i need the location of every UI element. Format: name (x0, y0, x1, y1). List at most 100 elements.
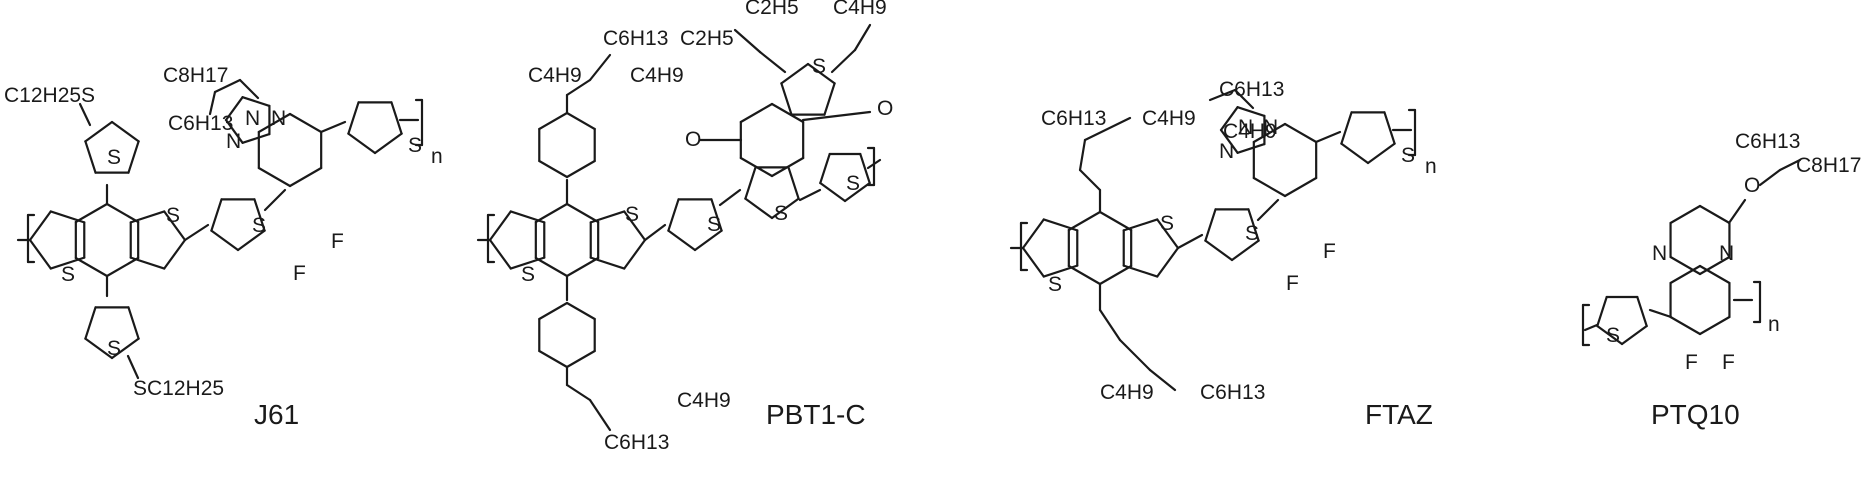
j61-btz-benzene-ring (288, 112, 323, 134)
pbt1c-bdt-thiophene-left (488, 210, 512, 242)
pbt1c-end-thiophene (843, 181, 871, 203)
j61-end-thiophene (373, 132, 403, 155)
j61-bond (183, 223, 210, 242)
pbt1c-acceptor-thiophene-bottom (770, 197, 800, 220)
j61-fluorine-1: F (331, 230, 344, 253)
ftaz-fluorine-1: F (1323, 240, 1336, 263)
ptq10-pyrazine-ring (1698, 255, 1731, 276)
ptq10-thiophene (1636, 295, 1648, 328)
pbt1c-bdt-thiophene-left (488, 238, 512, 270)
pbt1c-acceptor-thiophene-bottom (787, 166, 800, 200)
j61-bdt-thiophene-right (163, 210, 187, 242)
ptq10-thiophene (1620, 324, 1648, 346)
pbt1c-bottom-phenyl-ring (565, 301, 596, 321)
ftaz-repeat-n: n (1425, 155, 1437, 178)
pbt1c-acceptor-quinone-ring (739, 102, 774, 124)
j61-bdt-benzene-ring (74, 202, 109, 224)
ptq10-quinoxaline-nitrogen-right: N (1719, 242, 1734, 265)
pbt1c-top-phenyl-ring (565, 159, 596, 179)
ptq10-alkoxy-chain (1758, 168, 1782, 187)
ptq10-benzene-ring (1669, 315, 1702, 336)
j61-thiophene-top (84, 120, 114, 143)
j61-btz-triazole (224, 118, 244, 144)
ptq10-pyrazine-ring (1669, 255, 1702, 276)
j61-thiophene-top-sulfur: S (107, 146, 121, 169)
pbt1c-carbonyl-right (801, 110, 872, 122)
pbt1c-end-thiophene (859, 152, 871, 185)
j61-repeat-n: n (431, 145, 443, 168)
pbt1c-acceptor-right-upper: C2H5 (745, 0, 799, 19)
j61-btz-benzene-ring (288, 166, 323, 188)
j61-bond (319, 120, 347, 134)
ftaz-bdt-bottom-alkyl (1148, 368, 1177, 392)
pbt1c-acceptor-thiophene-top (806, 62, 836, 85)
ftaz-btz-alkyl-lower: C4H9 (1223, 120, 1277, 143)
j61-name-label: J61 (254, 399, 299, 430)
j61-btz-nitrogen-2: N (271, 107, 286, 130)
j61-end-thiophene (390, 101, 403, 135)
ftaz-bdt-top-chain-lower: C4H9 (1142, 107, 1196, 130)
ftaz-bdt-thiophene-left (1021, 218, 1045, 250)
ftaz-bdt-top-alkyl (1078, 138, 1087, 172)
pbt1c-bond (798, 188, 822, 202)
pbt1c-carbonyl-oxygen-right: O (877, 97, 893, 120)
ptq10-name-label: PTQ10 (1651, 399, 1740, 430)
j61-thiophene-bottom (84, 337, 114, 360)
j61-btz-alkyl-upper: C8H17 (163, 64, 228, 87)
ftaz-spacer-thiophene (1247, 208, 1260, 242)
ftaz-end-thiophene (1383, 111, 1396, 145)
ftaz-bdt-bottom-chain-lower: C6H13 (1200, 381, 1265, 404)
pbt1c-bdt-benzene-ring (534, 256, 569, 278)
ftaz-bdt-thiophene-right (1156, 246, 1180, 278)
j61-thiophene-top (127, 140, 140, 174)
j61-btz-triazole (241, 133, 271, 144)
ptq10-thiophene (1596, 324, 1624, 346)
j61-btz-benzene-ring (257, 166, 292, 188)
ftaz-spacer-thiophene (1204, 239, 1234, 262)
j61-end-thiophene-sulfur: S (408, 134, 422, 157)
j61-thiophene-top (110, 120, 140, 143)
j61-btz-benzene-ring (257, 112, 292, 134)
pbt1c-bdt-thiophene-right (589, 210, 626, 224)
pbt1c-top-phenyl-ring (565, 111, 596, 131)
pbt1c-bottom-chain-upper: C4H9 (677, 389, 731, 412)
j61-end-thiophene (347, 132, 377, 155)
pbt1c-bond (718, 188, 742, 207)
ptq10-alkoxy-chain (1778, 158, 1802, 172)
ftaz-fluorine-2: F (1286, 272, 1299, 295)
ftaz-spacer-sulfur: S (1245, 222, 1259, 245)
pbt1c-bottom-phenyl-ring (538, 349, 569, 369)
pbt1c-bdt-benzene-ring (534, 202, 569, 224)
pbt1c-bdt-thiophene-right (623, 238, 647, 270)
ptq10-fluorine-1: F (1685, 351, 1698, 374)
ftaz-bdt-top-alkyl (1078, 168, 1102, 192)
pbt1c-carbonyl-oxygen-left: O (685, 128, 701, 151)
pbt1c-acceptor-right-lower: C4H9 (833, 0, 887, 19)
pbt1c-acceptor-right-alkyl (853, 23, 872, 52)
j61-bdt-thiophene-left (28, 210, 52, 242)
polymer-ftaz: S S S S N N N F F C6H13 C4H9 C4H9 C6H13 … (1041, 78, 1437, 430)
ftaz-bdt-thiophene-right (1122, 218, 1159, 232)
j61-spacer-sulfur: S (252, 214, 266, 237)
ftaz-btz-alkyl-upper: C6H13 (1219, 78, 1284, 101)
pbt1c-acceptor-thiophene-top (780, 82, 793, 116)
pbt1c-spacer-thiophene (667, 229, 697, 252)
ptq10-ether-oxygen: O (1744, 174, 1760, 197)
pbt1c-acceptor-right-alkyl (830, 48, 857, 74)
j61-bond (208, 90, 217, 116)
ptq10-thiophene (1596, 295, 1608, 328)
j61-thiophene-bottom-sulfur: S (107, 337, 121, 360)
ftaz-bdt-benzene-ring (1067, 210, 1102, 232)
polymer-j61: S S S S S S N N N F F C12H25S SC12H25 C8… (4, 64, 443, 430)
ptq10-thiophene-sulfur: S (1606, 324, 1620, 347)
pbt1c-top-chain-lower: C4H9 (528, 64, 582, 87)
polymer-ptq10: S N N O F F C6H13 C8H17 n PTQ10 (1606, 130, 1861, 430)
j61-thiophene-bottom (127, 306, 140, 340)
j61-thiophene-bottom (110, 337, 140, 360)
j61-bdt-sulfur-left: S (61, 263, 75, 286)
j61-bdt-benzene-ring (74, 256, 109, 278)
pbt1c-acceptor-thiophene-top (823, 82, 836, 116)
ftaz-btz-nitrogen-1: N (1238, 116, 1253, 139)
